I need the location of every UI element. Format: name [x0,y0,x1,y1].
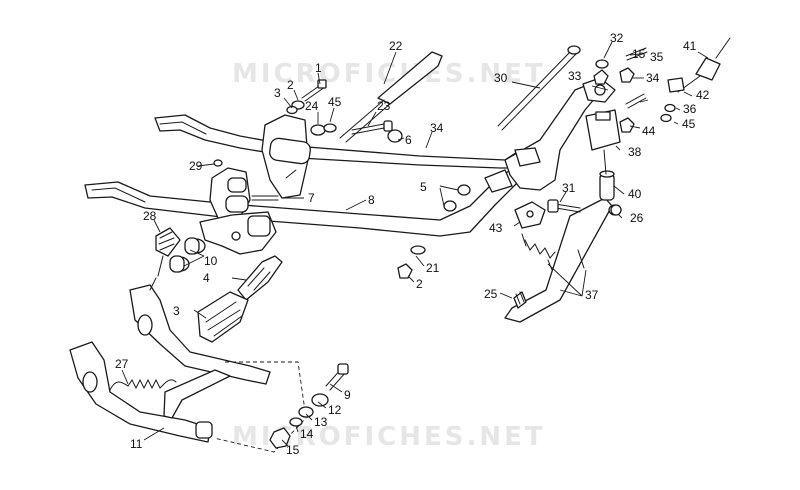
callout-26: 40 [628,187,642,201]
left-bracket [209,159,251,221]
spring-11 [109,378,177,391]
stand-plate-28 [514,201,546,229]
callout-41: 41 [683,39,697,53]
callout-7: 29 [189,159,203,173]
callout-5: 8 [368,193,375,207]
callout-45: 45 [328,95,342,109]
callout-10: 28 [143,209,157,223]
callout-31: 5 [420,180,427,194]
dashed-assembly-outline [213,361,307,453]
footrest-bracket [199,211,277,255]
callout-11: 27 [115,357,129,371]
callout-25: 3 [173,304,180,318]
callout-29: 38 [628,145,642,159]
callout-34-top: 34 [646,71,660,85]
callout-21: 4 [203,271,210,285]
switch-29 [585,109,621,175]
callout-45-right: 36 [683,102,697,116]
rod-30 [497,45,581,131]
arm-22 [339,51,443,143]
callout-2-lower: 21 [426,261,440,275]
callout-3-lower: 2 [416,277,423,291]
callout-24: 24 [305,99,319,113]
callout-15-lower: 14 [300,427,314,441]
callout-12: 9 [344,388,351,402]
callout-labels: 1 2 3 24 45 22 23 30 32 15 35 41 33 34 4… [115,31,710,457]
callout-28: 43 [489,221,503,235]
pedal-rubber-10 [155,227,181,277]
callout-34-bottom: 44 [642,124,656,138]
callout-6: 34 [430,121,444,135]
callout-13: 12 [328,403,342,417]
callout-38: 6 [405,133,412,147]
callout-37: 25 [484,287,498,301]
callout-27: 37 [585,288,599,302]
gear-lever-9 [69,341,231,443]
callout-44: 45 [682,117,696,131]
callout-8: 7 [308,191,315,205]
callout-43: 26 [630,211,644,225]
upper-frame-tube [154,114,546,169]
bolt-40 [547,199,581,213]
callout-42: 42 [696,88,710,102]
callout-40: 31 [562,181,576,195]
callout-35: 35 [650,50,664,64]
hardware-small-parts [213,47,685,309]
foot-peg-left [237,255,283,301]
callout-1: 1 [315,61,322,75]
callout-33: 33 [568,69,582,83]
callout-2: 2 [287,78,294,92]
lower-frame-tube [84,165,529,237]
callout-23: 23 [377,99,391,113]
callout-15: 15 [632,47,646,61]
brake-pedal-lever [129,277,271,385]
front-bracket-plate [261,114,311,199]
rubber-footpeg [197,291,249,343]
bolt-23 [351,120,393,135]
leader-lines [121,41,709,447]
callout-16: 15 [286,443,300,457]
callout-30: 30 [494,71,508,85]
callout-32: 32 [610,31,624,45]
callout-9: 11 [130,437,143,451]
bolt-stack-12-16 [269,363,349,449]
callout-3: 3 [274,86,281,100]
callout-14: 13 [314,415,328,429]
callout-22: 22 [389,39,403,53]
callout-4: 10 [204,254,218,268]
side-stand-27 [504,197,613,323]
